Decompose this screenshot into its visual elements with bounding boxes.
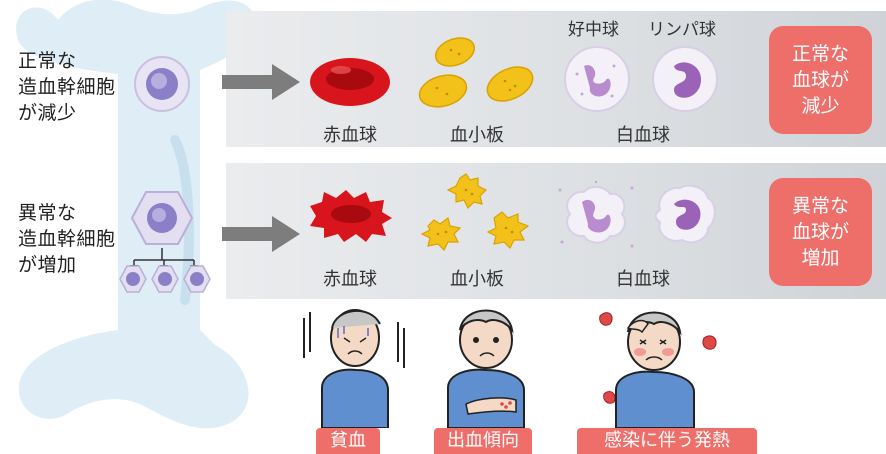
abnormal-platelets-icon	[420, 173, 530, 252]
normal-stem-cell-icon	[134, 56, 190, 112]
abnormal-cells-increase-badge: 異常な 血球が 増加	[769, 178, 872, 286]
normal-platelets-icon	[418, 37, 534, 108]
normal-cells-decrease-badge: 正常な 血球が 減少	[769, 26, 872, 134]
lymphocyte-icon	[652, 46, 718, 112]
lymphocyte-label: リンパ球	[648, 20, 716, 40]
normal-platelet-label: 血小板	[450, 125, 504, 146]
abnormal-neutrophil-icon	[558, 180, 634, 248]
small-abnormal-cells-icon	[119, 265, 211, 293]
abnormal-white-cell-label: 白血球	[616, 269, 670, 290]
normal-white-cell-label: 白血球	[616, 125, 670, 146]
fever-person-icon	[599, 311, 717, 428]
abnormal-platelet-label: 血小板	[450, 269, 504, 290]
normal-red-blood-cell-icon	[310, 58, 390, 106]
abnormal-stem-cell-icon	[130, 191, 194, 245]
abnormal-stem-cell-label: 異常な 造血幹細胞 が増加	[18, 202, 116, 276]
abnormal-lymphocyte-icon	[654, 184, 716, 244]
bleeding-tendency-label: 出血傾向	[434, 428, 532, 454]
neutrophil-label: 好中球	[568, 20, 619, 40]
neutrophil-icon	[564, 46, 630, 112]
abnormal-arrow-icon	[222, 216, 300, 252]
abnormal-red-blood-cell-icon	[310, 190, 392, 242]
normal-arrow-icon	[222, 64, 300, 100]
abnormal-red-cell-label: 赤血球	[323, 269, 377, 290]
infection-fever-label: 感染に伴う発熱	[577, 428, 757, 454]
anemia-person-icon	[303, 309, 405, 428]
normal-stem-cell-label: 正常な 造血幹細胞 が減少	[18, 50, 116, 124]
anemia-label: 貧血	[316, 428, 380, 454]
normal-red-cell-label: 赤血球	[323, 125, 377, 146]
bleeding-person-icon	[447, 309, 525, 428]
